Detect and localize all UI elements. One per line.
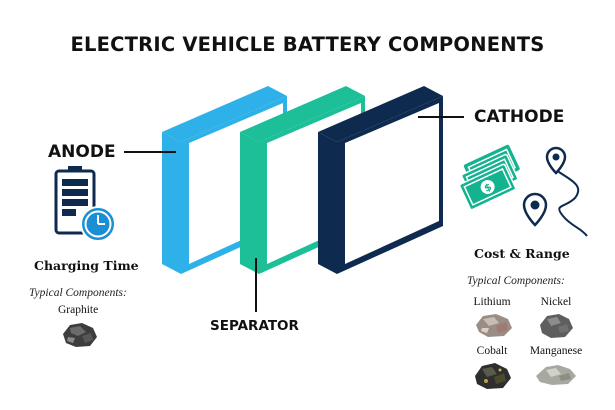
diagram-title: ELECTRIC VEHICLE BATTERY COMPONENTS (70, 33, 545, 56)
cobalt-mineral-image (475, 363, 511, 389)
cathode-feature-label: Cost & Range (474, 246, 570, 261)
component-name-cobalt: Cobalt (476, 345, 508, 357)
nickel-mineral-image (540, 314, 573, 338)
separator-label: SEPARATOR (210, 318, 299, 334)
anode-feature-label: Charging Time (34, 258, 139, 273)
lithium-mineral-image (476, 314, 512, 337)
battery-icon (54, 166, 116, 242)
cathode-plate (318, 86, 443, 274)
cathode-label: CATHODE (474, 107, 565, 127)
anode-components-heading: Typical Components: (29, 287, 127, 299)
component-name-manganese: Manganese (529, 345, 583, 357)
money-icon: $ (458, 144, 520, 210)
clock-icon (80, 206, 116, 242)
anode-label: ANODE (48, 142, 116, 162)
component-name-lithium: Lithium (473, 296, 511, 308)
manganese-mineral-image (536, 365, 576, 385)
route-pin-icon (522, 146, 588, 237)
svg-text:$: $ (483, 182, 494, 195)
graphite-mineral-image (63, 323, 97, 347)
cathode-components-heading: Typical Components: (467, 275, 565, 287)
component-name-nickel: Nickel (540, 296, 572, 308)
component-name-graphite: Graphite (58, 304, 99, 316)
